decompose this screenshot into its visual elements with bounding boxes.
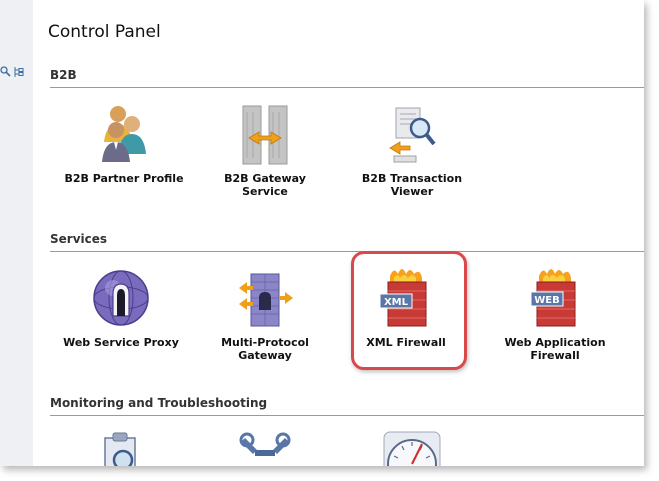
left-navigation-strip [0, 0, 33, 466]
tile-multi-protocol-gateway[interactable]: Multi-Protocol Gateway [201, 266, 329, 362]
tile-label: XML Firewall [366, 336, 446, 349]
tile-web-service-proxy[interactable]: Web Service Proxy [57, 266, 185, 349]
gauge-icon [383, 431, 441, 466]
section-header-b2b: B2B [50, 68, 644, 88]
web-service-proxy-icon [93, 270, 149, 326]
partner-profile-icon [102, 106, 146, 162]
xml-firewall-highlight-ring [351, 251, 467, 370]
screenshot-frame: Control Panel B2B B2B Partner Profile [0, 0, 644, 466]
tile-label: Web Application Firewall [504, 336, 606, 362]
multi-protocol-gateway-icon [239, 273, 293, 327]
page-title: Control Panel [48, 22, 161, 42]
section-header-monitoring: Monitoring and Troubleshooting [50, 396, 644, 416]
tile-label: B2B Transaction Viewer [361, 172, 463, 198]
search-icon[interactable] [0, 66, 12, 78]
section-header-services: Services [50, 232, 644, 252]
xml-badge: XML [384, 297, 409, 308]
tile-monitoring-1[interactable] [57, 430, 185, 466]
tile-label: B2B Partner Profile [64, 172, 184, 185]
tile-label: B2B Gateway Service [224, 172, 306, 198]
tile-b2b-gateway-service[interactable]: B2B Gateway Service [201, 102, 329, 198]
tile-label: Web Service Proxy [63, 336, 179, 349]
tile-monitoring-2[interactable] [201, 430, 329, 466]
clipboard-magnifier-icon [104, 432, 136, 466]
tools-icon [239, 432, 291, 456]
tile-xml-firewall[interactable]: XML XML Firewall [342, 266, 470, 349]
control-panel-main: Control Panel B2B B2B Partner Profile [33, 0, 644, 466]
tile-monitoring-3[interactable] [348, 430, 476, 466]
web-badge: WEB [534, 295, 559, 306]
xml-firewall-icon: XML [379, 269, 427, 327]
tree-view-icon[interactable] [13, 66, 25, 78]
web-application-firewall-icon: WEB [530, 269, 576, 327]
tile-label: Multi-Protocol Gateway [221, 336, 309, 362]
transaction-viewer-icon [389, 107, 436, 163]
tile-b2b-transaction-viewer[interactable]: B2B Transaction Viewer [348, 102, 476, 198]
tile-b2b-partner-profile[interactable]: B2B Partner Profile [60, 102, 188, 185]
gateway-service-icon [242, 105, 288, 165]
tile-web-application-firewall[interactable]: WEB Web Application Firewall [491, 266, 619, 362]
